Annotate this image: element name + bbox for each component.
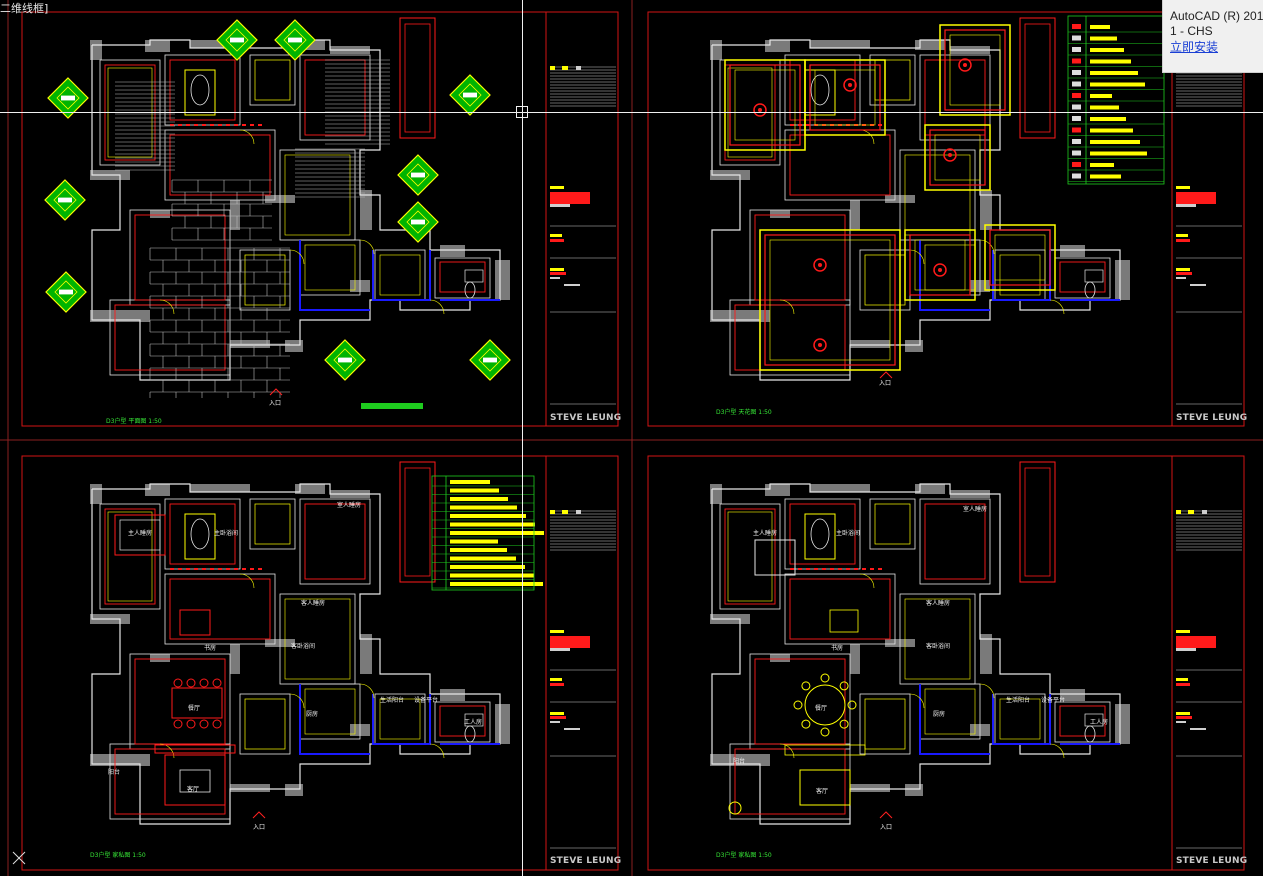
room-label-master-bedroom: 主人睡房 [128,530,153,537]
furniture-legend-table [431,475,535,591]
furniture-plan-sheet-4 [710,461,1130,825]
room-label-kitchen-4: 厨房 [933,711,946,718]
sheet-2-footer: STEVE LEUNG [1176,413,1248,423]
elevation-marker [449,74,491,116]
room-label-dining: 餐厅 [188,705,201,712]
sheet-2-plan-title: D3户型 天花图 1:50 [716,409,772,416]
sheet-1-plan-title: D3户型 平面图 1:50 [106,418,162,425]
room-label-study: 书房 [204,645,217,652]
room-label-maid-room-4: 工人房 [1090,719,1109,726]
room-label-maid-room: 工人房 [464,719,483,726]
room-label-guest-bedroom-4: 客人睡房 [926,600,951,607]
elevation-marker [44,179,86,221]
room-label-service-balcony-4: 生活阳台 [1006,697,1031,704]
ucs-icon [12,851,26,865]
room-label-guest-bath: 客卧浴间 [291,643,316,650]
install-now-link[interactable]: 立即安装 [1170,40,1219,54]
notification-subtitle: 1 - CHS [1170,24,1213,38]
room-label-child-bedroom: 室人睡房 [337,502,362,509]
legend-tables [431,15,1165,591]
elevation-marker [45,271,87,313]
room-label-balcony: 阳台 [108,769,121,776]
title-blocks [550,66,1242,849]
title-block-1 [550,66,616,405]
ceiling-plan-sheet-2 [710,17,1164,381]
room-label-entrance-3: 入口 [253,824,266,831]
room-label-guest-bedroom: 客人睡房 [301,600,326,607]
room-label-master-bath: 主卧浴间 [214,530,239,537]
lighting-legend-table [1067,15,1165,185]
notification-title: AutoCAD (R) 201 [1170,9,1263,23]
room-label-service-balcony: 生活阳台 [380,697,405,704]
elevation-marker [469,339,511,381]
room-label-equipment-platform-4: 设备平台 [1041,697,1066,704]
sheet-4-plan-title: D3户型 家私图 1:50 [716,852,772,859]
title-block-2 [1176,66,1242,405]
update-notification[interactable]: AutoCAD (R) 201 1 - CHS 立即安装 [1162,0,1263,73]
elevation-marker [47,77,89,119]
cursor-pickbox [516,106,528,118]
room-label-equipment-platform: 设备平台 [414,697,439,704]
elevation-marker [216,19,258,61]
room-label-entrance-2: 入口 [879,380,892,387]
cursor-crosshair-horizontal [0,112,1263,113]
sheet-3-footer: STEVE LEUNG [550,856,622,866]
room-label-guest-bath-4: 客卧浴间 [926,643,951,650]
viewport-label[interactable]: 二维线框] [0,2,49,15]
cursor-crosshair-vertical [522,0,523,876]
sheet-3-plan-title: D3户型 家私图 1:50 [90,852,146,859]
room-label-kitchen: 厨房 [306,711,319,718]
title-block-4 [1176,510,1242,849]
elevation-marker [324,339,366,381]
room-label-study-4: 书房 [831,645,844,652]
elevation-marker [397,154,439,196]
room-label-living-4: 客厅 [816,788,829,795]
title-block-3 [550,510,616,849]
room-label-entrance-4: 入口 [880,824,893,831]
room-label-dining-4: 餐厅 [815,705,828,712]
furniture-plan-sheet-3 [90,461,544,825]
room-label-master-bedroom-4: 主人睡房 [753,530,778,537]
floor-plans [44,17,1164,825]
elevation-marker [274,19,316,61]
room-label-balcony-4: 阳台 [733,758,746,765]
room-label-entrance-1: 入口 [269,400,282,407]
floor-plan-sheet-1 [44,17,511,409]
room-label-child-bedroom-4: 室人睡房 [963,506,988,513]
elevation-marker [397,201,439,243]
sheet-1-footer: STEVE LEUNG [550,413,622,423]
sheet-4-footer: STEVE LEUNG [1176,856,1248,866]
room-label-master-bath-4: 主卧浴间 [836,530,861,537]
room-label-living: 客厅 [187,786,200,793]
